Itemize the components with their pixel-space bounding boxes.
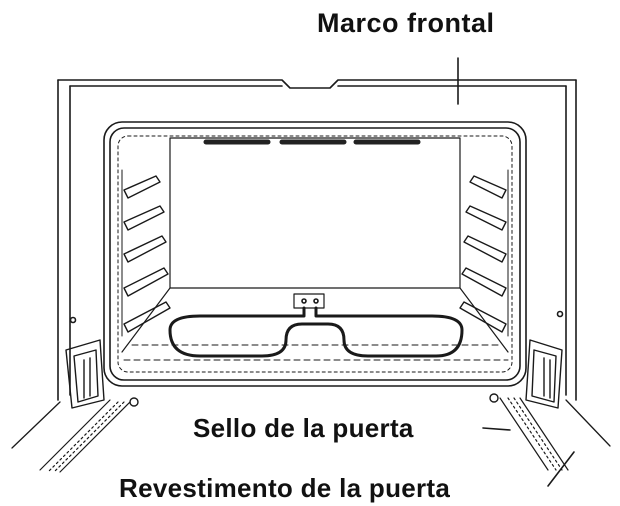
leader-lines xyxy=(457,57,575,487)
label-door-liner: Revestimento de la puerta xyxy=(119,473,451,503)
door-seal-left xyxy=(39,399,131,473)
left-rack-supports xyxy=(121,169,171,337)
leader-door-seal xyxy=(482,427,511,431)
bake-element xyxy=(168,293,464,358)
right-door-hinge xyxy=(489,339,563,409)
oven-cavity xyxy=(103,121,527,387)
right-rack-supports xyxy=(459,169,509,337)
leader-door-liner xyxy=(547,451,575,487)
label-front-frame: Marco frontal xyxy=(317,8,495,38)
door-seal-right xyxy=(499,397,569,471)
label-door-seal: Sello de la puerta xyxy=(193,413,414,443)
left-door-hinge xyxy=(65,339,139,409)
front-frame-outline xyxy=(57,79,577,401)
door-liner xyxy=(11,399,611,449)
